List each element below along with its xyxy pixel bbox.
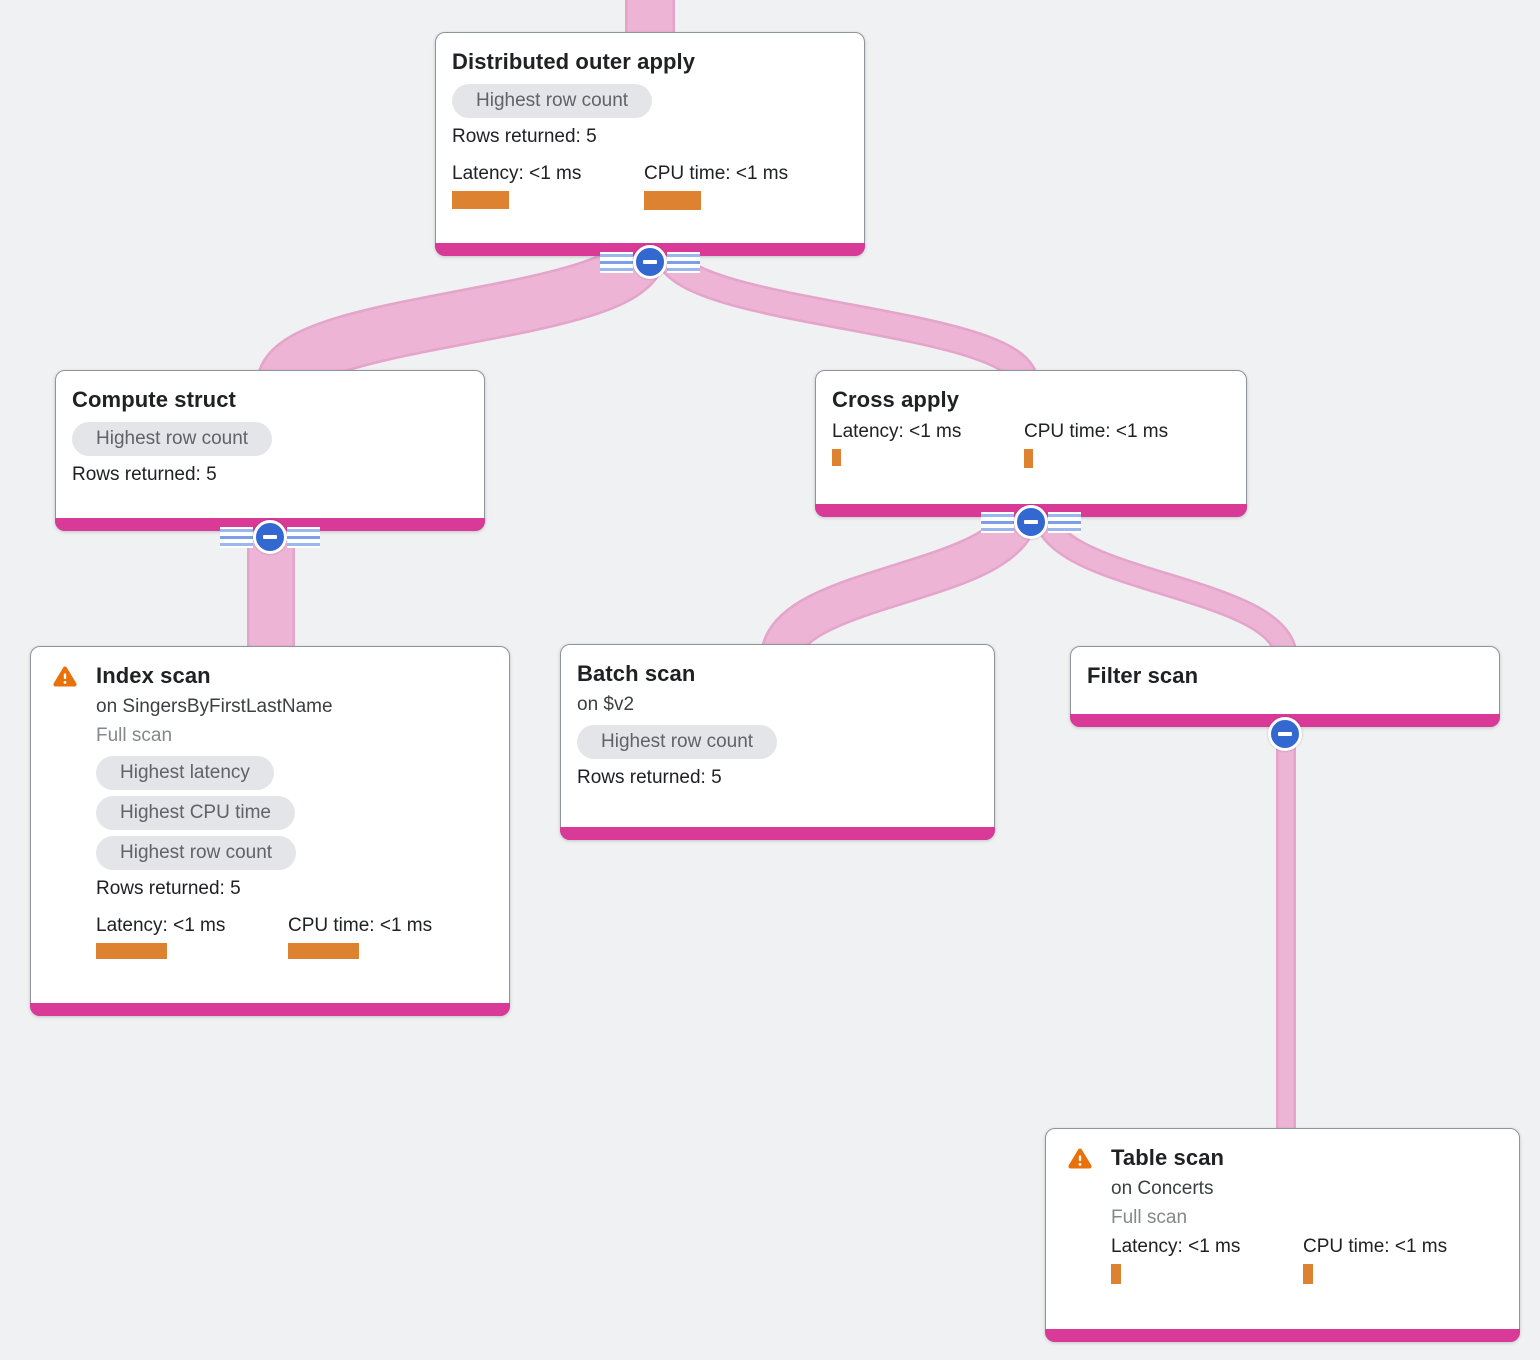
collapse-button-compute-struct[interactable] [220,520,320,554]
latency-label: Latency: <1 ms [96,915,226,936]
latency-label: Latency: <1 ms [1111,1236,1241,1257]
collapse-minus-icon [253,520,287,554]
warning-icon [51,664,79,690]
badge-highest-row-count: Highest row count [72,422,273,456]
node-subtitle: on Concerts [1111,1178,1214,1199]
edge-distributed-outer-apply-to-cross-apply [656,247,1037,386]
full-scan-note: Full scan [1111,1207,1188,1228]
badge-highest-cpu-time: Highest CPU time [96,796,295,830]
edge-distributed-outer-apply-to-compute-struct [258,243,665,392]
latency-bar [96,943,167,959]
badge-highest-row-count: Highest row count [452,84,653,118]
collapse-stripes-icon [287,526,320,548]
node-title: Filter scan [1087,663,1199,688]
collapse-button-filter-scan[interactable] [1268,717,1302,751]
collapse-minus-icon [1014,505,1048,539]
node-title: Compute struct [72,387,236,412]
plan-node-distributed-outer-apply[interactable]: Distributed outer apply Highest row coun… [435,32,865,256]
cpu-time-label: CPU time: <1 ms [288,915,433,936]
latency-label: Latency: <1 ms [832,421,962,442]
node-title: Table scan [1111,1145,1225,1170]
node-title: Batch scan [577,661,696,686]
node-accent-bar [30,1003,510,1016]
latency-bar [832,449,841,466]
node-accent-bar [560,827,995,840]
cpu-time-bar [288,943,359,959]
plan-node-table-scan[interactable]: Table scan on Concerts Full scan Latency… [1045,1128,1520,1342]
edge-cross-apply-to-filter-scan [1034,508,1296,660]
warning-icon [1066,1146,1094,1172]
collapse-button-distributed-outer-apply[interactable] [600,245,700,279]
full-scan-note: Full scan [96,725,173,746]
rows-returned-label: Rows returned: 5 [72,464,217,485]
cpu-time-label: CPU time: <1 ms [1024,421,1169,442]
badge-highest-row-count: Highest row count [96,836,297,870]
rows-returned-label: Rows returned: 5 [452,126,597,147]
rows-returned-label: Rows returned: 5 [577,767,722,788]
cpu-time-label: CPU time: <1 ms [1303,1236,1448,1257]
plan-node-filter-scan[interactable]: Filter scan [1070,646,1500,727]
collapse-stripes-icon [600,251,633,273]
node-subtitle: on $v2 [577,694,635,715]
latency-bar [452,191,509,209]
node-title: Index scan [96,663,211,688]
badge-highest-row-count: Highest row count [577,725,778,759]
plan-node-index-scan[interactable]: Index scan on SingersByFirstLastName Ful… [30,646,510,1016]
latency-label: Latency: <1 ms [452,163,582,184]
badge-highest-latency: Highest latency [96,756,274,790]
collapse-button-cross-apply[interactable] [981,505,1081,539]
collapse-stripes-icon [667,251,700,273]
collapse-stripes-icon [981,511,1014,533]
node-accent-bar [1045,1329,1520,1342]
cpu-time-label: CPU time: <1 ms [644,163,789,184]
collapse-minus-icon [1268,717,1302,751]
latency-bar [1111,1264,1121,1284]
edge-cross-apply-to-batch-scan [762,507,1037,661]
node-title: Distributed outer apply [452,49,696,74]
collapse-minus-icon [633,245,667,279]
cpu-time-bar [1024,449,1033,468]
collapse-stripes-icon [1048,511,1081,533]
collapse-stripes-icon [220,526,253,548]
cpu-time-bar [644,191,701,210]
rows-returned-label: Rows returned: 5 [96,878,241,899]
plan-node-batch-scan[interactable]: Batch scan on $v2 Highest row count Rows… [560,644,995,840]
plan-node-compute-struct[interactable]: Compute struct Highest row count Rows re… [55,370,485,531]
node-title: Cross apply [832,387,960,412]
node-subtitle: on SingersByFirstLastName [96,696,333,717]
plan-node-cross-apply[interactable]: Cross apply Latency: <1 ms CPU time: <1 … [815,370,1247,517]
cpu-time-bar [1303,1264,1313,1284]
